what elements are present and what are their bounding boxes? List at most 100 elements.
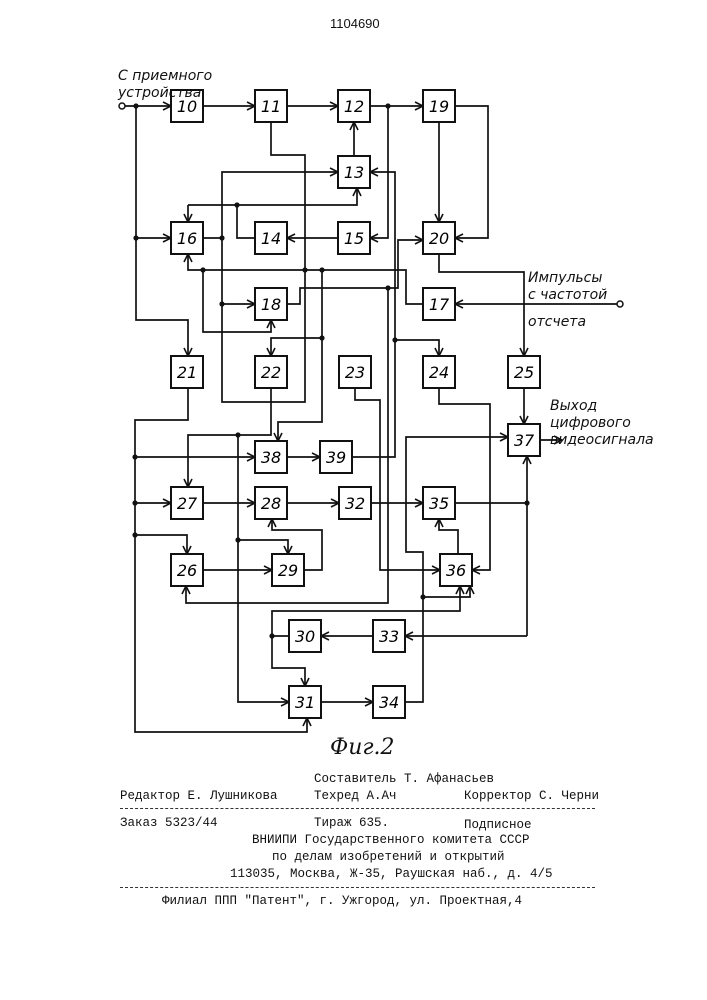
- block-number: 24: [429, 363, 449, 382]
- block-number: 21: [177, 363, 197, 382]
- junction-dot: [133, 103, 138, 108]
- block-20: 20: [423, 222, 455, 254]
- block-35: 35: [423, 487, 455, 519]
- output-label-line: цифрового: [550, 415, 654, 432]
- block-11: 11: [255, 90, 287, 122]
- junction-dot: [219, 235, 224, 240]
- junction-dot: [234, 202, 239, 207]
- block-number: 36: [446, 561, 466, 580]
- block-32: 32: [339, 487, 371, 519]
- connection-line: [271, 338, 322, 356]
- footer-editor: Редактор Е. Лушникова: [120, 789, 278, 803]
- block-33: 33: [373, 620, 405, 652]
- pulses-label-line: Импульсы: [528, 270, 607, 287]
- block-number: 26: [177, 561, 197, 580]
- junction-dot: [392, 337, 397, 342]
- block-19: 19: [423, 90, 455, 122]
- block-16: 16: [171, 222, 203, 254]
- block-number: 13: [344, 163, 364, 182]
- footer-order: Заказ 5323/44: [120, 816, 218, 830]
- block-36: 36: [440, 554, 472, 586]
- footer-org2: по делам изобретений и открытий: [272, 850, 505, 864]
- block-number: 20: [429, 229, 449, 248]
- block-number: 22: [261, 363, 281, 382]
- block-number: 37: [514, 431, 535, 450]
- terminal-icon: [119, 103, 125, 109]
- block-number: 38: [261, 448, 281, 467]
- block-31: 31: [289, 686, 321, 718]
- connection-line: [355, 388, 440, 570]
- block-number: 16: [177, 229, 197, 248]
- block-number: 25: [514, 363, 534, 382]
- footer-branch: Филиал ППП "Патент", г. Ужгород, ул. Про…: [162, 894, 522, 908]
- connection-line: [188, 188, 357, 205]
- block-diagram: 1011121314151617181920212223242526272829…: [0, 0, 707, 760]
- block-34: 34: [373, 686, 405, 718]
- divider: [120, 808, 595, 809]
- junction-dot: [385, 103, 390, 108]
- block-21: 21: [171, 356, 203, 388]
- junction-dot: [269, 633, 274, 638]
- connection-line: [238, 540, 288, 554]
- block-13: 13: [338, 156, 370, 188]
- block-39: 39: [320, 441, 352, 473]
- junction-dot: [385, 285, 390, 290]
- block-number: 11: [261, 97, 281, 116]
- block-number: 27: [177, 494, 198, 513]
- block-number: 33: [379, 627, 399, 646]
- footer-org1: ВНИИПИ Государственного комитета СССР: [252, 833, 530, 847]
- block-number: 30: [295, 627, 315, 646]
- junction-dot: [132, 500, 137, 505]
- block-27: 27: [171, 487, 203, 519]
- block-25: 25: [508, 356, 540, 388]
- footer-techred: Техред А.Ач: [314, 789, 397, 803]
- figure-caption: Фиг.2: [330, 735, 395, 760]
- connection-line: [439, 388, 490, 570]
- block-number: 31: [295, 693, 315, 712]
- junction-dot: [524, 500, 529, 505]
- pulses-label: Импульсы с частотой отсчета: [528, 270, 607, 331]
- divider: [120, 887, 595, 888]
- block-17: 17: [423, 288, 455, 320]
- block-number: 18: [261, 295, 281, 314]
- junction-dot: [132, 532, 137, 537]
- block-number: 35: [429, 494, 449, 513]
- block-number: 17: [429, 295, 450, 314]
- block-15: 15: [338, 222, 370, 254]
- block-number: 14: [261, 229, 281, 248]
- connection-line: [423, 586, 470, 597]
- junction-dot: [319, 267, 324, 272]
- connection-line: [455, 106, 488, 238]
- footer-corrector: Корректор С. Черни: [464, 789, 599, 803]
- block-22: 22: [255, 356, 287, 388]
- output-label-line: Выход: [550, 398, 654, 415]
- footer-subscription: Подписное: [464, 818, 532, 832]
- junction-dot: [235, 537, 240, 542]
- pulses-label-line: с частотой: [528, 287, 607, 304]
- junction-dot: [319, 335, 324, 340]
- junction-dot: [219, 301, 224, 306]
- block-28: 28: [255, 487, 287, 519]
- footer-circulation: Тираж 635.: [314, 816, 389, 830]
- footer-address: 113035, Москва, Ж-35, Раушская наб., д. …: [230, 867, 553, 881]
- connection-line: [395, 340, 439, 356]
- block-number: 32: [345, 494, 365, 513]
- connection-line: [135, 535, 187, 554]
- output-label-line: видеосигнала: [550, 432, 654, 449]
- junction-dot: [132, 454, 137, 459]
- input-label: С приемного устройства: [118, 68, 212, 102]
- junction-dot: [420, 594, 425, 599]
- junction-dot: [133, 235, 138, 240]
- block-38: 38: [255, 441, 287, 473]
- connection-line: [439, 519, 458, 554]
- block-number: 12: [344, 97, 364, 116]
- output-label: Выход цифрового видеосигнала: [550, 398, 654, 449]
- block-number: 15: [344, 229, 364, 248]
- block-number: 29: [278, 561, 298, 580]
- junction-dot: [235, 432, 240, 437]
- block-12: 12: [338, 90, 370, 122]
- block-24: 24: [423, 356, 455, 388]
- block-number: 28: [261, 494, 281, 513]
- block-37: 37: [508, 424, 540, 456]
- block-23: 23: [339, 356, 371, 388]
